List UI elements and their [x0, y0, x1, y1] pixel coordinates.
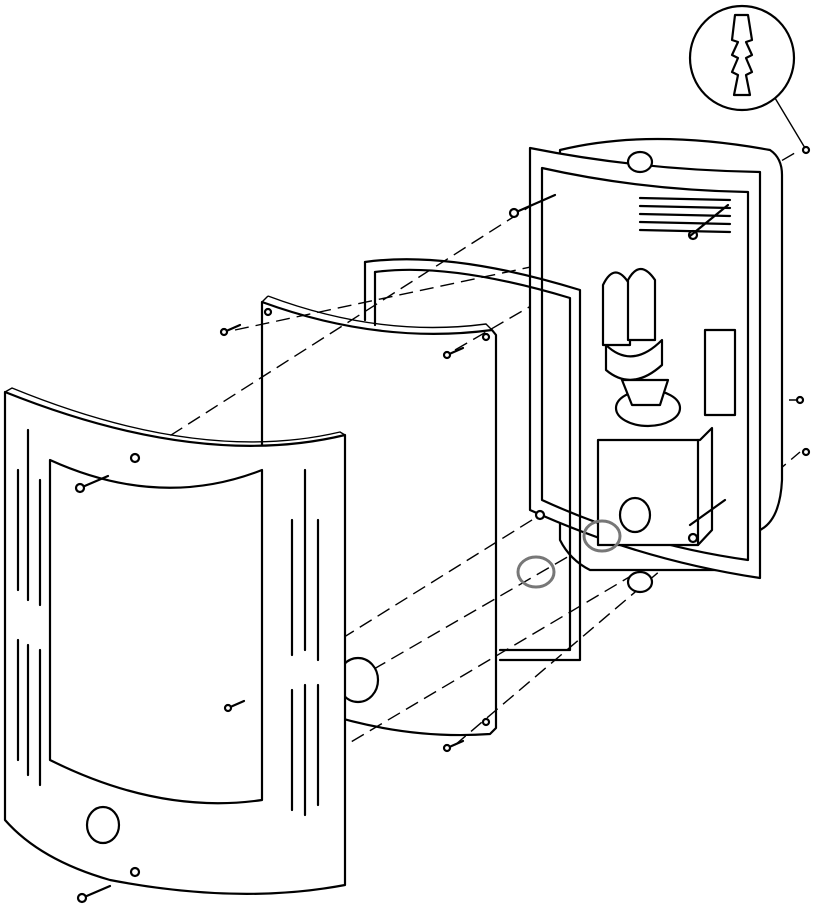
screw-icon	[442, 346, 465, 360]
screw-icon	[74, 474, 110, 494]
cover-slots	[16, 428, 320, 817]
cover-window	[48, 458, 264, 805]
screw-icon	[688, 498, 727, 527]
screw-icon	[442, 739, 465, 753]
ballast	[703, 328, 737, 417]
wire-frame	[363, 258, 582, 662]
front-cover-plate	[3, 387, 347, 895]
screw-icon	[508, 193, 557, 219]
screws	[74, 145, 811, 904]
vent-slots	[638, 196, 732, 234]
wall-plug-icon	[730, 13, 754, 97]
mounting-lug-top	[626, 150, 654, 174]
mounting-lug-bottom	[626, 570, 654, 594]
wall-plug-detail	[688, 4, 806, 149]
screw-icon	[223, 699, 246, 713]
gasket-ring-1	[516, 555, 556, 589]
back-housing	[528, 137, 784, 594]
screw-icon	[219, 323, 242, 337]
screw-icon	[688, 203, 730, 238]
gasket-ring-2	[582, 519, 622, 553]
screw-icon	[76, 884, 112, 904]
cfl-bulb-tube	[601, 271, 632, 347]
